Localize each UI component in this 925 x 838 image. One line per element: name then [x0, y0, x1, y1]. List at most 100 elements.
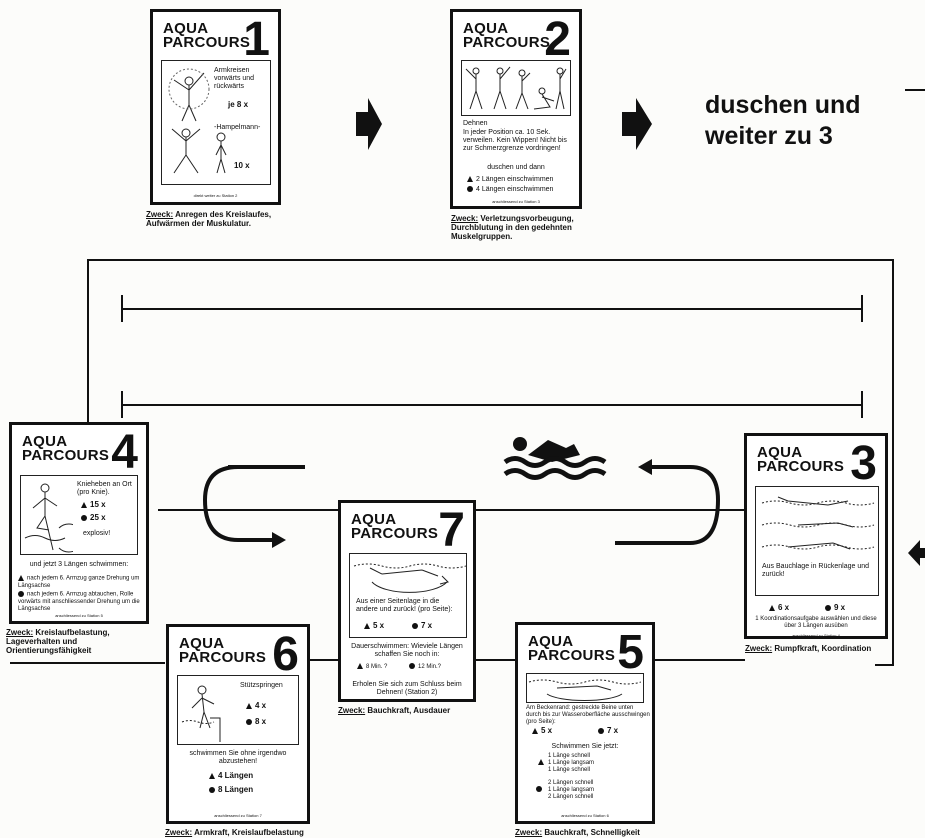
card-brand: AQUA PARCOURS	[757, 445, 845, 475]
leg-swing-figure	[528, 679, 642, 701]
arrow-right-1	[356, 98, 382, 150]
brand-line1: AQUA	[528, 633, 574, 650]
c3-text2: 1 Koordinationsaufgabe auswählen und die…	[755, 616, 877, 629]
triangle-icon	[209, 772, 215, 779]
c7-opt4-text: 12 Min.?	[418, 664, 442, 670]
brand-line1: AQUA	[163, 20, 209, 37]
circle-icon	[598, 727, 604, 734]
c4-footer: anschliessend zu Station 5	[55, 613, 103, 618]
c1-reps1: je 8 x	[228, 100, 249, 109]
stretching-figures-box	[461, 60, 571, 116]
station-card-3: AQUA PARCOURS 3 Aus Bauchlage in Rückenl…	[744, 433, 888, 639]
triangle-icon	[532, 727, 538, 734]
station-card-2: AQUA PARCOURS 2 Dehnen In jeder Position…	[450, 9, 582, 209]
card-brand: AQUA PARCOURS	[163, 20, 251, 51]
brand-line2: PARCOURS	[163, 34, 251, 51]
c5-list-1: 1 Länge schnell 1 Länge langsam 1 Länge …	[538, 753, 594, 774]
c6-opt3: 4 Längen	[209, 772, 253, 780]
c4-text3: und jetzt 3 Längen schwimmen:	[29, 561, 129, 568]
c6-opt4-text: 8 Längen	[218, 785, 254, 794]
arrow-right-2	[622, 98, 652, 150]
card-brand: AQUA PARCOURS	[463, 21, 551, 51]
circle-icon	[209, 786, 215, 793]
c7-opt4: 12 Min.?	[409, 663, 441, 671]
brand-line1: AQUA	[179, 635, 225, 652]
c5-text2: Schwimmen Sie jetzt:	[551, 743, 619, 750]
c2-purpose: Zweck: Verletzungsvorbeugung, Durchblutu…	[451, 214, 591, 241]
heading-line-1: duschen und	[705, 91, 861, 119]
c7-purpose: Zweck: Bauchkraft, Ausdauer	[338, 706, 488, 715]
c1-reps2: 10 x	[234, 161, 250, 170]
circle-icon	[467, 186, 473, 193]
support-jump-figure	[181, 685, 221, 742]
pool-outline	[87, 259, 894, 666]
c2-text1: Dehnen	[463, 120, 488, 127]
exercise-box: Aus einer Seitenlage in die andere und z…	[349, 553, 467, 638]
triangle-icon	[467, 176, 473, 183]
c5-list2c: 2 Längen schnell	[548, 794, 594, 800]
purpose-label: Zweck:	[6, 628, 34, 637]
c4-text1: Knieheben an Ort (pro Knie).	[77, 481, 132, 496]
brand-line2: PARCOURS	[463, 34, 551, 51]
c3-purpose: Zweck: Rumpfkraft, Koordination	[745, 644, 895, 653]
c2-footer: anschliessend zu Station 3	[492, 199, 540, 204]
station-number: 3	[850, 437, 877, 490]
c2-text3: duschen und dann	[487, 164, 545, 171]
exercise-box: Armkreisen vorwärts und rückwärts je 8 x…	[161, 60, 271, 185]
c3-opt1-text: 6 x	[778, 603, 790, 612]
card-brand: AQUA PARCOURS	[179, 635, 266, 665]
c1-text2: -Hampelmann-	[214, 124, 261, 131]
uturn-arrow-left	[202, 465, 305, 542]
triangle-icon	[538, 759, 544, 765]
c4-opt4: nach jedem 6. Armzug abtauchen, Rolle vo…	[18, 591, 143, 613]
triangle-icon	[364, 622, 370, 629]
c7-opt3-text: 8 Min. ?	[366, 664, 388, 670]
c4-opt2: 25 x	[81, 514, 106, 522]
c2-text2: In jeder Position ca. 10 Sek. verweilen.…	[463, 129, 567, 152]
stretch-figures	[465, 66, 567, 110]
c7-opt1: 5 x	[364, 622, 384, 630]
knee-raise-figure	[24, 483, 73, 553]
brand-line2: PARCOURS	[757, 458, 845, 475]
swimmer-icon	[503, 437, 607, 480]
c7-opt1-text: 5 x	[373, 621, 385, 630]
card-brand: AQUA PARCOURS	[528, 633, 615, 663]
c6-opt4: 8 Längen	[209, 786, 253, 794]
purpose-label: Zweck:	[338, 706, 366, 715]
c4-opt1: 15 x	[81, 501, 106, 509]
station-card-7: AQUA PARCOURS 7 Aus einer Seitenlage in …	[338, 500, 476, 702]
c5-opt1: 5 x	[532, 727, 552, 735]
c6-footer: anschliessend zu Station 7	[214, 813, 262, 818]
brand-line1: AQUA	[22, 433, 68, 450]
purpose-text: Armkraft, Kreislaufbelastung	[194, 828, 304, 837]
brand-line2: PARCOURS	[22, 447, 110, 464]
c3-opt1: 6 x	[769, 604, 789, 612]
purpose-label: Zweck:	[451, 214, 479, 223]
c6-opt1-text: 4 x	[255, 701, 267, 710]
c4-purpose: Zweck: Kreislaufbelastung, Lageverhalten…	[6, 628, 146, 655]
circle-icon	[412, 622, 418, 629]
c2-opt1-text: 2 Längen einschwimmen	[476, 176, 554, 183]
c6-opt2-text: 8 x	[255, 717, 267, 726]
c4-opt3-text: nach jedem 6. Armzug ganze Drehung um Lä…	[18, 575, 140, 589]
triangle-icon	[81, 501, 87, 508]
purpose-label: Zweck:	[745, 644, 773, 653]
card-brand: AQUA PARCOURS	[22, 433, 110, 464]
purpose-label: Zweck:	[515, 828, 543, 837]
c5-opt2-text: 7 x	[607, 726, 619, 735]
c5-text1: Am Beckenrand: gestreckte Beine unten du…	[526, 705, 650, 725]
c7-opt3: 8 Min. ?	[357, 663, 387, 671]
c4-text2: explosiv!	[83, 530, 111, 537]
c4-opt2-text: 25 x	[90, 513, 106, 522]
arm-circles-figure	[168, 68, 210, 122]
c7-opt2: 7 x	[412, 622, 432, 630]
c6-text2: schwimmen Sie ohne irgendwo abzustehen!	[189, 750, 287, 765]
c2-opt2: 4 Längen einschwimmen	[467, 186, 553, 194]
c3-opt2: 9 x	[825, 604, 845, 612]
c7-text1: Aus einer Seitenlage in die andere und z…	[356, 598, 453, 613]
c5-list1a: 1 Länge schnell	[548, 753, 591, 759]
station-number: 2	[544, 13, 571, 66]
station-card-6: AQUA PARCOURS 6 Stützspringen 4 x 8 x sc…	[166, 624, 310, 824]
station-number: 6	[272, 628, 299, 681]
